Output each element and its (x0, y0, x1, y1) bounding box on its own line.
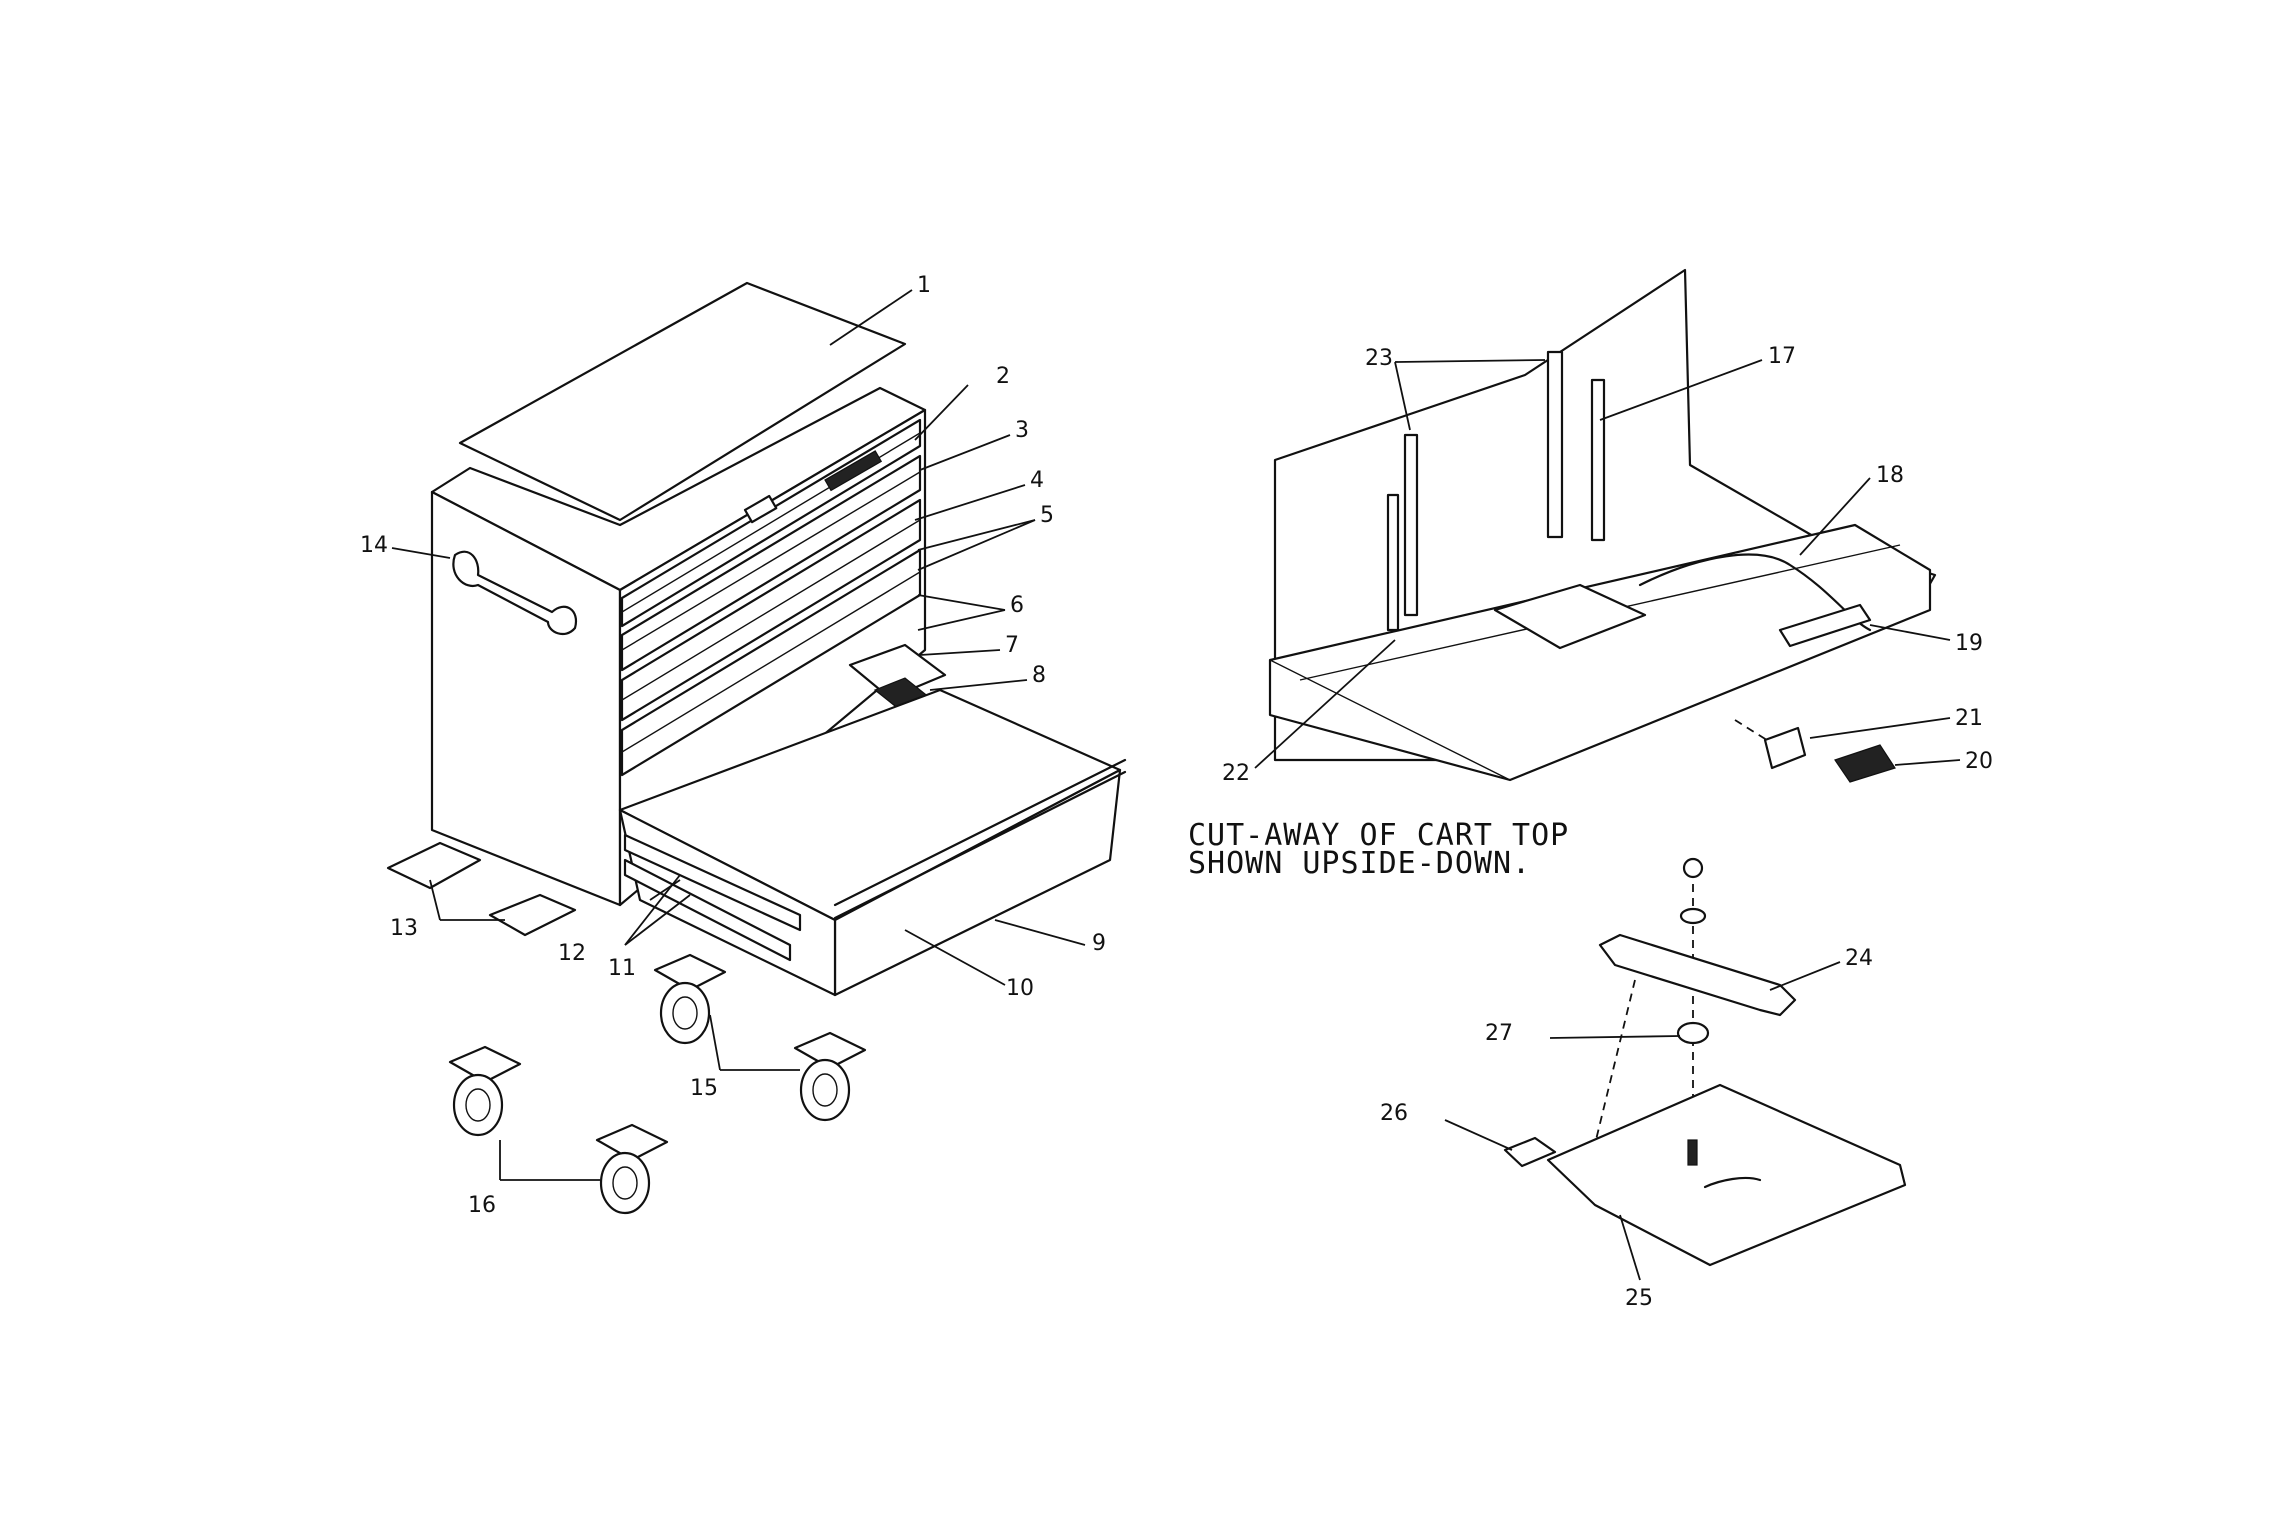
callout-7: 7 (1005, 633, 1019, 658)
callout-6: 6 (1010, 593, 1024, 618)
top-mat (458, 281, 907, 522)
callout-25: 25 (1625, 1286, 1653, 1311)
nut (1682, 857, 1704, 879)
slot (1703, 1176, 1762, 1189)
lock-plate-cutaway (1493, 583, 1647, 650)
callout-1: 1 (917, 273, 931, 298)
slide-rail-23b (1386, 493, 1400, 632)
side-handle (452, 550, 578, 636)
caster-swivel-1 (653, 953, 727, 1045)
callout-24: 24 (1845, 946, 1873, 971)
callout-5: 5 (1040, 503, 1054, 528)
callout-18: 18 (1876, 463, 1904, 488)
tab-26 (1503, 1136, 1557, 1168)
lock-plate (743, 494, 778, 524)
key-lock (1834, 744, 1896, 783)
drawer-slide-rail-2 (623, 858, 792, 962)
washer (1679, 907, 1707, 925)
tool-cart-assembly (386, 281, 1127, 1215)
callout-23: 23 (1365, 346, 1393, 371)
assembly-line-lock (1734, 719, 1771, 743)
drawer-slide-upper (848, 643, 947, 700)
vent-grille (824, 450, 883, 492)
lock-bar (1778, 603, 1872, 648)
lock-bracket-assembly (1503, 857, 1907, 1267)
spacer-27 (1676, 1021, 1710, 1045)
slide-rail-17 (1546, 350, 1564, 539)
callout-8: 8 (1032, 663, 1046, 688)
callout-10: 10 (1006, 976, 1034, 1001)
callout-3: 3 (1015, 418, 1029, 443)
slide-rail-17b (1590, 378, 1606, 542)
spring-rod (1687, 1139, 1698, 1166)
drawer-slide-rail (623, 833, 802, 932)
callout-19: 19 (1955, 631, 1983, 656)
base-plate (1546, 1083, 1907, 1267)
cutaway-caption-line2: SHOWN UPSIDE-DOWN. (1188, 846, 1531, 881)
callout-4: 4 (1030, 468, 1044, 493)
callout-12: 12 (558, 941, 586, 966)
slide-rail-23 (1403, 433, 1419, 617)
callout-numbers: 1 2 3 4 5 6 7 8 9 10 11 12 13 14 15 16 1… (360, 273, 1993, 1311)
callout-11: 11 (608, 956, 636, 981)
caster-swivel-2 (793, 1031, 867, 1122)
callout-22: 22 (1222, 761, 1250, 786)
callout-27: 27 (1485, 1021, 1513, 1046)
mounting-bracket-left (386, 841, 482, 890)
callout-26: 26 (1380, 1101, 1408, 1126)
callout-16: 16 (468, 1193, 496, 1218)
lock-lever (1598, 933, 1797, 1017)
callout-15: 15 (690, 1076, 718, 1101)
callout-9: 9 (1092, 931, 1106, 956)
callout-2: 2 (996, 364, 1010, 389)
callout-13: 13 (390, 916, 418, 941)
cutaway-base (1268, 523, 1932, 782)
lock-bracket (1763, 726, 1807, 770)
callout-21: 21 (1955, 706, 1983, 731)
callout-20: 20 (1965, 749, 1993, 774)
caster-rigid-2 (595, 1123, 669, 1215)
leader-lines (391, 289, 1961, 1281)
mounting-bracket-right (488, 893, 577, 937)
caster-rigid-1 (448, 1045, 522, 1137)
callout-17: 17 (1768, 344, 1796, 369)
cutaway-caption-line1: CUT-AWAY OF CART TOP (1188, 818, 1569, 853)
cart-top-cutaway (1268, 268, 1937, 783)
callout-14: 14 (360, 533, 388, 558)
